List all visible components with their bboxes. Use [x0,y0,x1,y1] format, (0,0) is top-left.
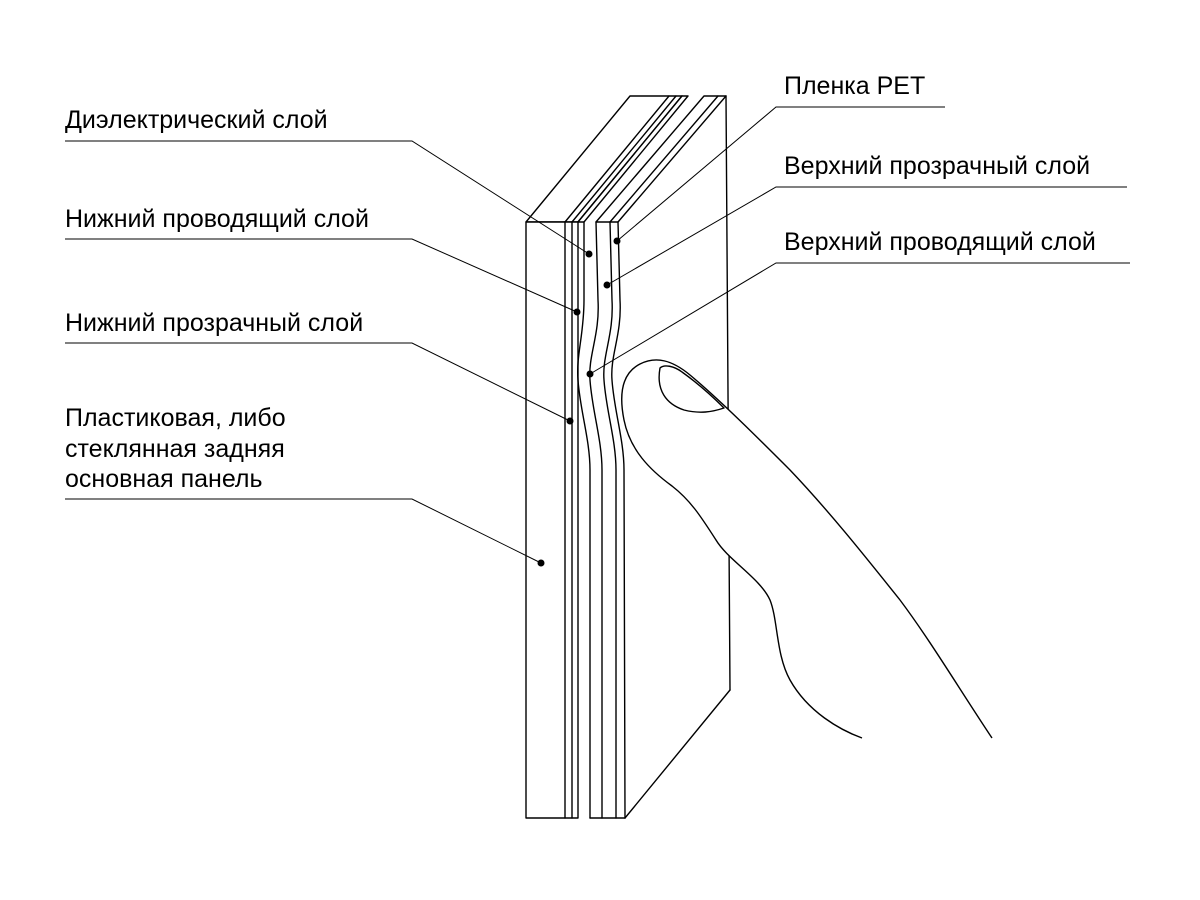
label-upper-transparent-layer: Верхний прозрачный слой [784,152,1090,180]
pointer-dot-back-panel [537,559,545,567]
leader-lower-conductive-layer [65,238,578,313]
lower-conductive-top-line [571,95,677,223]
dielectric-layer-curve [576,221,591,819]
back-panel-front-face [525,221,579,819]
stack-right-back-edge [725,95,731,691]
pointer-dot-upper-conductive [586,370,594,378]
finger-drawing [621,359,993,739]
label-lower-conductive-layer: Нижний проводящий слой [65,205,369,233]
callout-upper-conductive: Верхний проводящий слой [586,228,1130,378]
label-lower-transparent-layer: Нижний прозрачный слой [65,309,363,337]
stack-top-inner-line [609,95,719,223]
leader-upper-transparent-layer [606,186,1127,286]
flexible-stack-top-face [577,95,689,223]
leader-dielectric-layer [65,140,590,255]
pointer-dot-lower-transparent [566,417,574,425]
callout-lower-transparent: Нижний прозрачный слой [65,309,574,425]
leader-pet-film [616,106,945,242]
lower-transparent-top-line [564,95,670,223]
label-back-panel-line-2: стеклянная задняя [65,435,285,463]
upper-conductive-layer-curve [589,221,603,819]
callout-upper-transparent: Верхний прозрачный слой [603,152,1127,289]
label-upper-conductive-layer: Верхний проводящий слой [784,228,1096,256]
pointer-dot-lower-conductive [573,308,581,316]
callout-dielectric: Диэлектрический слой [65,106,593,258]
label-pet-film: Пленка PET [784,72,925,100]
pointer-dot-upper-transparent [603,281,611,289]
leader-upper-conductive-layer [589,262,1130,375]
label-dielectric-layer: Диэлектрический слой [65,106,328,134]
callout-back-panel: Пластиковая, либо стеклянная задняя осно… [65,404,545,567]
fingernail-icon [658,365,725,413]
flexible-sheets-drawing [576,95,731,819]
finger-outline [621,359,993,739]
back-panel-drawing [525,95,683,819]
leader-lower-transparent-layer [65,342,571,422]
callout-pet-film: Пленка PET [613,72,945,245]
callout-lower-conductive: Нижний проводящий слой [65,205,581,316]
label-back-panel-line-3: основная панель [65,465,263,493]
stack-bottom-back-edge [624,689,731,819]
pet-film-curve [611,221,626,819]
upper-transparent-layer-curve [603,221,617,819]
pointer-dot-pet-film [613,237,621,245]
label-back-panel-line-1: Пластиковая, либо [65,404,286,432]
pointer-dot-dielectric [585,250,593,258]
leader-back-panel [65,498,542,564]
